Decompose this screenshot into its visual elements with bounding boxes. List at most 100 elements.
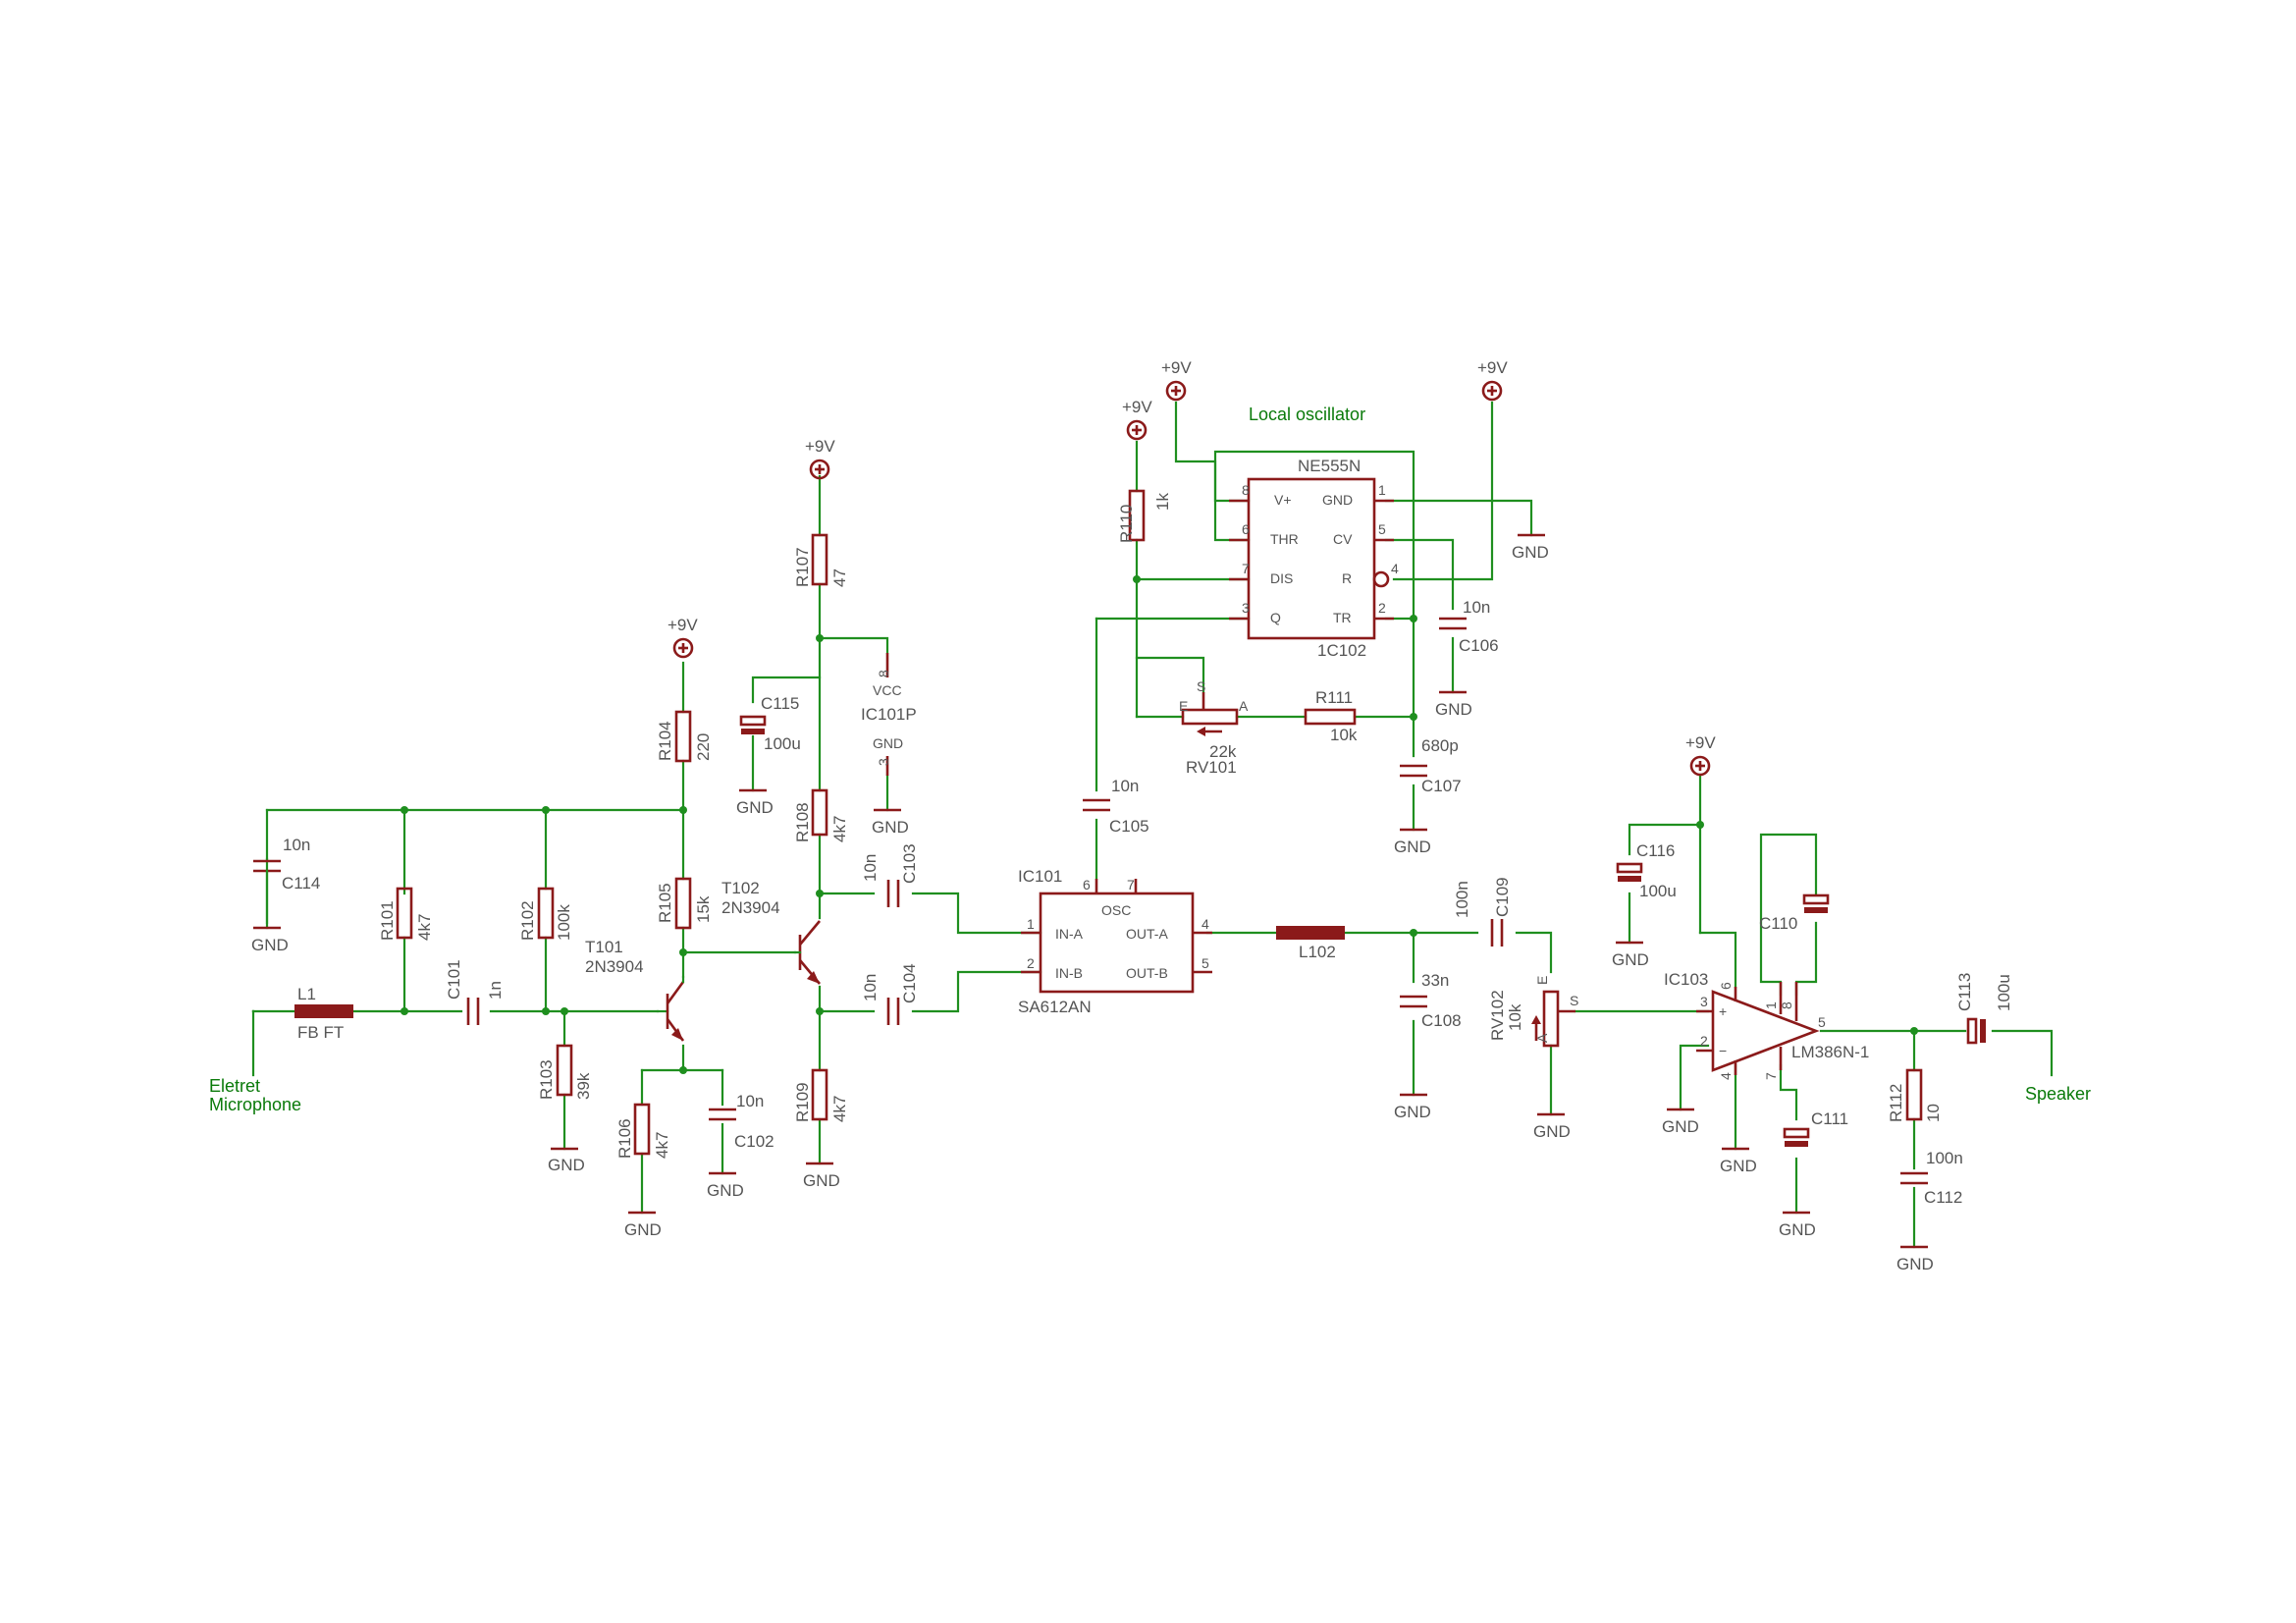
label-r102-val: 100k — [555, 904, 573, 941]
label-r102-name: R102 — [518, 900, 537, 941]
label-gnd-5: GND — [736, 798, 774, 817]
label-net-local-oscillator: Local oscillator — [1249, 405, 1365, 424]
label-r110-val: 1k — [1153, 493, 1172, 511]
label-ne555-name: 1C102 — [1317, 641, 1366, 660]
label-gnd-10: GND — [1394, 838, 1431, 856]
label-ic101p-name: IC101P — [861, 705, 917, 724]
label-rv101-s: S — [1197, 678, 1205, 694]
ground-symbols — [253, 533, 1928, 1249]
label-r110-name: R110 — [1117, 505, 1136, 543]
label-gnd-12: GND — [1533, 1122, 1571, 1141]
label-ne555-dis: DIS — [1270, 570, 1293, 586]
label-c102-val: 10n — [736, 1092, 764, 1110]
label-ic101-name: IC101 — [1018, 867, 1062, 886]
label-gnd-17: GND — [1896, 1255, 1934, 1273]
label-rv101-name: RV101 — [1186, 758, 1237, 777]
label-r111-name: R111 — [1315, 688, 1353, 707]
label-c101-name: C101 — [445, 959, 463, 1000]
label-c112-name: C112 — [1924, 1188, 1962, 1207]
label-r106-name: R106 — [615, 1118, 634, 1159]
label-c108-val: 33n — [1421, 971, 1449, 990]
label-c115-val: 100u — [764, 734, 801, 753]
label-c108-name: C108 — [1421, 1011, 1462, 1030]
label-gnd-15: GND — [1720, 1157, 1757, 1175]
label-c113-val: 100u — [1995, 974, 2013, 1011]
label-c107-val: 680p — [1421, 736, 1459, 755]
label-c113-name: C113 — [1955, 973, 1974, 1011]
label-c103-val: 10n — [861, 854, 880, 882]
label-c104-name: C104 — [900, 963, 919, 1003]
label-ic101-type: SA612AN — [1018, 998, 1092, 1016]
label-c102-name: C102 — [734, 1132, 774, 1151]
label-gnd-14: GND — [1662, 1117, 1699, 1136]
label-t102-val: 2N3904 — [721, 898, 780, 917]
label-gnd-1: GND — [251, 936, 289, 954]
label-ne555-p5: 5 — [1378, 521, 1386, 537]
label-ic101-p2: 2 — [1027, 955, 1035, 971]
label-gnd-8: GND — [1512, 543, 1549, 562]
label-ic101p-p3: 3 — [876, 758, 891, 766]
label-c116-val: 100u — [1639, 882, 1677, 900]
label-sup-9v-b: +9V — [805, 437, 835, 456]
label-c115-name: C115 — [761, 694, 799, 713]
label-ic103-p5: 5 — [1818, 1014, 1826, 1030]
label-ic103-p4: 4 — [1718, 1072, 1734, 1080]
label-gnd-11: GND — [1394, 1103, 1431, 1121]
label-ic103-minus: − — [1719, 1043, 1727, 1058]
label-c106-name: C106 — [1459, 636, 1499, 655]
label-ic101-osc: OSC — [1101, 902, 1131, 918]
label-r105-name: R105 — [656, 883, 674, 923]
label-r104-val: 220 — [694, 733, 713, 761]
label-rv102-name: RV102 — [1488, 990, 1507, 1041]
wires — [251, 401, 2054, 1249]
label-rv102-e: E — [1534, 976, 1550, 985]
labels: Local oscillatorEletretMicrophoneSpeaker… — [209, 358, 2091, 1273]
label-net-speaker: Speaker — [2025, 1084, 2091, 1104]
label-sup-9v-c: +9V — [1122, 398, 1152, 416]
label-ne555-thr: THR — [1270, 531, 1299, 547]
label-sup-9v-d: +9V — [1161, 358, 1192, 377]
label-ic101-ina: IN-A — [1055, 926, 1084, 942]
label-sup-9v-e: +9V — [1477, 358, 1508, 377]
l102-inductor — [1276, 926, 1345, 940]
label-rv102-s: S — [1570, 993, 1578, 1008]
label-ne555-p2: 2 — [1378, 600, 1386, 616]
label-ic103-type: LM386N-1 — [1791, 1043, 1869, 1061]
label-r108-val: 4k7 — [830, 816, 849, 842]
label-ic101-p6: 6 — [1083, 877, 1091, 893]
label-ic101p-gnd: GND — [873, 735, 903, 751]
label-ic101p-p8: 8 — [876, 670, 891, 677]
label-r108-name: R108 — [793, 802, 812, 842]
label-r112-name: R112 — [1887, 1084, 1905, 1122]
label-ne555-gnd: GND — [1322, 492, 1353, 508]
ic-packages — [885, 477, 1820, 1075]
label-r101-val: 4k7 — [415, 914, 434, 941]
label-rv102-val: 10k — [1506, 1003, 1524, 1031]
supply-symbols — [672, 380, 1711, 777]
label-ic101-p4: 4 — [1201, 916, 1209, 932]
label-c114-val: 10n — [283, 836, 310, 854]
label-ic101-outa: OUT-A — [1126, 926, 1168, 942]
label-c114-name: C114 — [282, 874, 320, 893]
l1-inductor — [294, 1004, 353, 1018]
label-l102-name: L102 — [1299, 943, 1336, 961]
label-r112-val: 10 — [1924, 1104, 1943, 1122]
label-gnd-3: GND — [624, 1220, 662, 1239]
label-sup-9v-f: +9V — [1685, 733, 1716, 752]
transistors — [666, 920, 821, 1042]
label-ic101-p5: 5 — [1201, 955, 1209, 971]
label-c103-name: C103 — [900, 843, 919, 884]
label-gnd-16: GND — [1779, 1220, 1816, 1239]
label-gnd-6: GND — [872, 818, 909, 837]
label-c111-name: C111 — [1811, 1109, 1848, 1128]
label-c116-name: C116 — [1636, 841, 1675, 860]
label-gnd-2: GND — [548, 1156, 585, 1174]
label-c110-name: C110 — [1759, 914, 1797, 933]
label-ne555-q: Q — [1270, 610, 1281, 625]
label-ic103-name: IC103 — [1664, 970, 1708, 989]
label-c105-val: 10n — [1111, 777, 1139, 795]
label-c107-name: C107 — [1421, 777, 1462, 795]
label-r105-val: 15k — [694, 895, 713, 923]
